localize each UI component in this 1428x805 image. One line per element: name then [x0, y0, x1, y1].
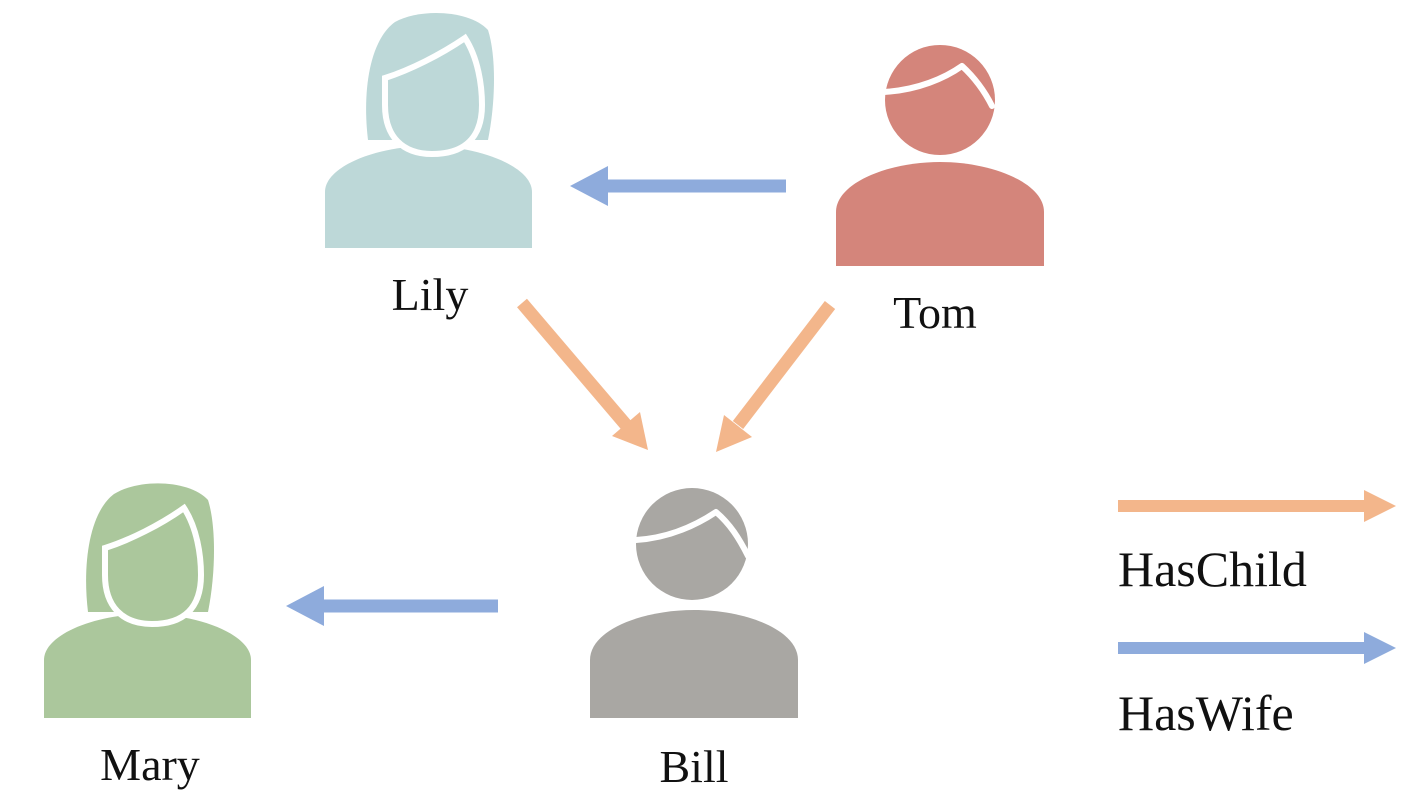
- person-name-lily: Lily: [392, 269, 469, 320]
- person-head: [885, 45, 995, 155]
- male-person-icon: [590, 488, 798, 718]
- arrow-tom-haschild-bill: [716, 301, 836, 452]
- person-name-bill: Bill: [659, 741, 728, 792]
- person-head: [636, 488, 748, 600]
- hair-line: [633, 509, 751, 559]
- hair-line: [881, 63, 995, 109]
- arrow-lily-haschild-bill: [517, 298, 648, 450]
- female-person-icon: [44, 483, 251, 718]
- person-tom: Tom: [836, 45, 1044, 338]
- person-torso: [590, 610, 798, 718]
- arrow-bill-haswife-mary: [286, 586, 498, 626]
- legend: HasChild HasWife: [1118, 490, 1396, 741]
- relation-arrows: [286, 166, 836, 626]
- female-person-icon: [325, 12, 532, 248]
- person-face: [102, 503, 205, 628]
- legend-arrow-haschild: [1118, 490, 1396, 522]
- legend-item-haswife: HasWife: [1118, 632, 1396, 741]
- person-torso: [44, 614, 251, 718]
- arrow-tom-haswife-lily: [570, 166, 786, 206]
- person-name-mary: Mary: [100, 739, 200, 790]
- legend-item-haschild: HasChild: [1118, 490, 1396, 597]
- legend-label-haswife: HasWife: [1118, 685, 1294, 741]
- person-name-tom: Tom: [893, 287, 977, 338]
- person-lily: Lily: [325, 12, 532, 320]
- person-torso: [836, 162, 1044, 266]
- legend-label-haschild: HasChild: [1118, 541, 1307, 597]
- person-face: [382, 33, 486, 158]
- person-mary: Mary: [44, 483, 251, 790]
- person-bill: Bill: [590, 488, 798, 792]
- legend-arrow-haswife: [1118, 632, 1396, 664]
- male-person-icon: [836, 45, 1044, 266]
- person-torso: [325, 146, 532, 248]
